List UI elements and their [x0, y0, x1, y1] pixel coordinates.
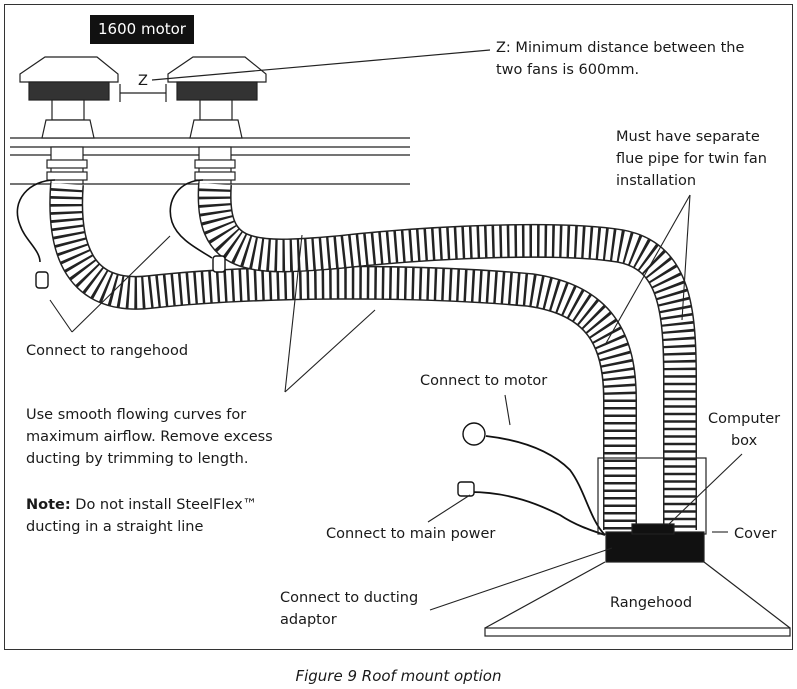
computer-box-label: Computer box: [708, 411, 781, 449]
connect-power-label: Connect to main power: [326, 526, 496, 542]
power-cables: [469, 435, 606, 536]
note-block: Note: Do not install SteelFlex™ ducting …: [26, 494, 257, 538]
note-label: Note:: [26, 497, 71, 513]
fan-left: [19, 56, 119, 185]
z-dimension: [119, 49, 491, 102]
curves-note: Use smooth flowing curves for maximum ai…: [26, 407, 273, 467]
plugs: [35, 255, 226, 289]
duct-left: [49, 182, 637, 530]
flue-note: Must have separate flue pipe for twin fa…: [616, 129, 767, 189]
rangehood: [484, 457, 791, 637]
z-marker: Z: [138, 73, 148, 89]
fan-right: [167, 56, 267, 185]
note-text: Do not install SteelFlex™ ducting in a s…: [26, 497, 258, 535]
connect-adaptor-label: Connect to ducting adaptor: [280, 590, 419, 628]
connect-motor-label: Connect to motor: [420, 373, 548, 389]
z-note: Z: Minimum distance between the two fans…: [496, 40, 745, 78]
rangehood-label: Rangehood: [610, 595, 693, 611]
cover-label: Cover: [734, 526, 777, 542]
motor-badge: 1600 motor: [90, 15, 194, 44]
leader-lines: [49, 194, 743, 611]
figure-caption: Figure 9 Roof mount option: [295, 667, 502, 685]
wall-socket: [457, 422, 486, 497]
connect-rangehood-label: Connect to rangehood: [26, 343, 189, 359]
motor-cables: [16, 179, 213, 263]
duct-right: [197, 182, 697, 530]
